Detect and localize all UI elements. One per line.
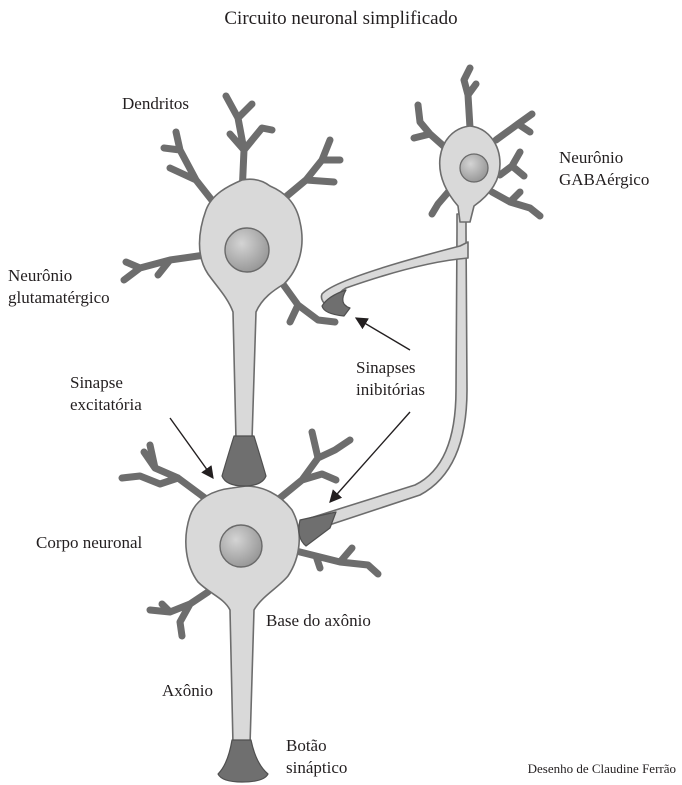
gaba-neuron-nucleus — [460, 154, 488, 182]
arrow-excitatory-synapse — [170, 418, 213, 478]
arrow-inhibitory-bottom — [330, 412, 410, 502]
label-synaptic-button: Botão sináptico — [286, 735, 347, 779]
top-neuron-body — [200, 179, 303, 440]
label-inhibitory-synapses: Sinapses inibitórias — [356, 357, 425, 401]
label-gabaergic-neuron: Neurônio GABAérgico — [559, 147, 649, 191]
label-excitatory-synapse: Sinapse excitatória — [70, 372, 142, 416]
label-cell-body: Corpo neuronal — [36, 532, 142, 554]
drawing-credit: Desenho de Claudine Ferrão — [528, 761, 676, 777]
label-axon: Axônio — [162, 680, 213, 702]
synaptic-button — [218, 740, 268, 782]
label-glutamatergic-neuron: Neurônio glutamatérgico — [8, 265, 110, 309]
inhibitory-terminal-bottom — [299, 512, 336, 546]
excitatory-terminal — [222, 436, 266, 486]
top-neuron-nucleus — [225, 228, 269, 272]
label-dendrites: Dendritos — [122, 93, 189, 115]
arrow-inhibitory-top — [356, 318, 410, 350]
label-axon-base: Base do axônio — [266, 610, 371, 632]
bottom-neuron-nucleus — [220, 525, 262, 567]
